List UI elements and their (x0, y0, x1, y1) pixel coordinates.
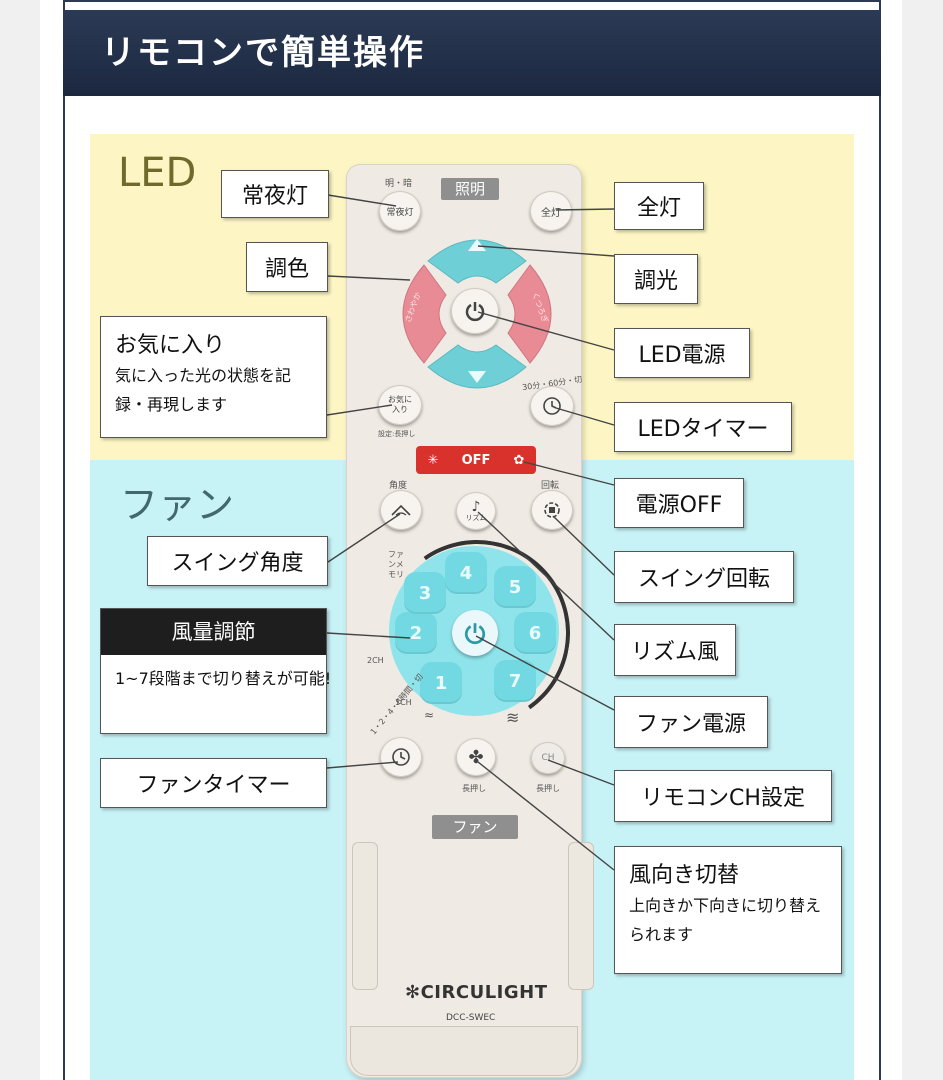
callout-favorite: お気に入り 気に入った光の状態を記録・再現します (100, 316, 327, 438)
swing-rotate-button[interactable] (531, 490, 573, 530)
callout-remote-ch: リモコンCH設定 (614, 770, 832, 822)
fan-blade-icon: ✤ (468, 746, 484, 768)
callout-full-light: 全灯 (614, 182, 704, 230)
fan-speed-label: 3 (418, 582, 432, 604)
power-icon (464, 623, 486, 645)
fan-speed-label: 6 (528, 622, 542, 644)
fan-icon: ✿ (513, 452, 525, 468)
favorite-button-label: お気に入り (388, 395, 412, 414)
angle-icon (391, 504, 411, 516)
callout-dimming: 調光 (614, 254, 698, 304)
callout-direction-desc: 上向きか下向きに切り替えられます (629, 896, 822, 944)
callout-direction-title: 風向き切替 (629, 863, 740, 888)
remote-clip-right (568, 842, 594, 990)
music-note-icon: ♪ (471, 498, 481, 515)
fan-speed-6-button[interactable]: 6 (514, 612, 556, 654)
callout-power-off: 電源OFF (614, 478, 744, 528)
callout-color-tone: 調色 (246, 242, 328, 292)
light-icon: ✳ (427, 452, 439, 468)
fan-logo-icon: ✻ (405, 982, 421, 1003)
brightness-label: 明・暗 (385, 179, 413, 189)
callout-fan-timer: ファンタイマー (100, 758, 327, 808)
fan-speed-label: 7 (508, 670, 522, 692)
clock-icon (392, 748, 410, 766)
callout-direction: 風向き切替 上向きか下向きに切り替えられます (614, 846, 842, 974)
callout-night-light: 常夜灯 (221, 170, 329, 218)
remote-clip-bottom (350, 1026, 578, 1076)
rhythm-button-label: リズム (465, 513, 487, 522)
power-icon (465, 302, 485, 322)
brand-logo: ✻CIRCULIGHT (405, 982, 547, 1003)
led-timer-button[interactable] (530, 386, 574, 426)
fan-speed-label: 1 (434, 672, 448, 694)
callout-rhythm-wind: リズム風 (614, 624, 736, 676)
rhythm-button[interactable]: ♪ リズム (456, 492, 496, 530)
page-title: リモコンで簡単操作 (63, 10, 881, 96)
fan-display-label: ファン (432, 815, 518, 839)
angle-label: 角度 (389, 481, 408, 491)
fan-speed-1-button[interactable]: 1 (420, 662, 462, 704)
full-light-button[interactable]: 全灯 (530, 191, 572, 231)
fan-speed-3-button[interactable]: 3 (404, 572, 446, 614)
callout-airflow-desc: 1~7段階まで切り替えが可能! (115, 669, 332, 688)
power-off-button[interactable]: ✳ OFF ✿ (416, 446, 536, 474)
fan-speed-2-button[interactable]: 2 (395, 612, 437, 654)
direction-button[interactable]: ✤ (456, 738, 496, 776)
callout-led-power: LED電源 (614, 328, 750, 378)
favorite-button[interactable]: お気に入り (378, 385, 422, 425)
brand-name: CIRCULIGHT (420, 982, 548, 1003)
fan-speed-label: 4 (459, 562, 473, 584)
led-section-label: LED (118, 150, 197, 196)
fan-speed-7-button[interactable]: 7 (494, 660, 536, 702)
dim-down-key (427, 344, 527, 389)
fan-power-button[interactable] (452, 610, 498, 656)
callout-fan-power: ファン電源 (614, 696, 768, 748)
fan-speed-label: 5 (508, 576, 522, 598)
model-number: DCC-SWEC (446, 1013, 496, 1023)
led-display-label: 照明 (441, 178, 499, 200)
sawayaka-key (402, 264, 447, 364)
direction-long-press-label: 長押し (462, 784, 486, 793)
remote-ch-button[interactable]: CH (531, 742, 565, 774)
favorite-long-press-label: 設定:長押し (378, 430, 416, 438)
fan-speed-label: 2 (409, 622, 423, 644)
night-light-button-label: 常夜灯 (386, 207, 414, 218)
ch-long-press-label: 長押し (536, 784, 560, 793)
callout-led-timer: LEDタイマー (614, 402, 792, 452)
swing-angle-button[interactable] (380, 490, 422, 530)
fan-section-label: ファン (120, 483, 235, 527)
wind-icon-small: ≈ (424, 708, 435, 722)
callout-favorite-desc: 気に入った光の状態を記録・再現します (115, 366, 292, 414)
fan-speed-4-button[interactable]: 4 (445, 552, 487, 594)
callout-swing-rotate: スイング回転 (614, 551, 794, 603)
callout-swing-angle: スイング角度 (147, 536, 328, 586)
full-light-button-label: 全灯 (541, 207, 561, 219)
callout-airflow: 風量調節 1~7段階まで切り替えが可能! (100, 608, 332, 734)
ch2-label: 2CH (367, 656, 384, 665)
fan-speed-5-button[interactable]: 5 (494, 566, 536, 608)
fan-timer-button[interactable] (380, 737, 422, 777)
rotate-label: 回転 (541, 481, 560, 491)
callout-airflow-title: 風量調節 (101, 609, 326, 655)
clock-icon (543, 397, 561, 415)
rotate-icon (544, 502, 560, 518)
remote-clip-left (352, 842, 378, 990)
power-off-label: OFF (461, 452, 491, 468)
wind-icon-large: ≋ (506, 708, 520, 727)
ch-icon: CH (541, 753, 555, 763)
callout-favorite-title: お気に入り (115, 333, 226, 358)
ch1-label: 1CH (395, 698, 412, 707)
led-power-button[interactable] (451, 288, 499, 334)
